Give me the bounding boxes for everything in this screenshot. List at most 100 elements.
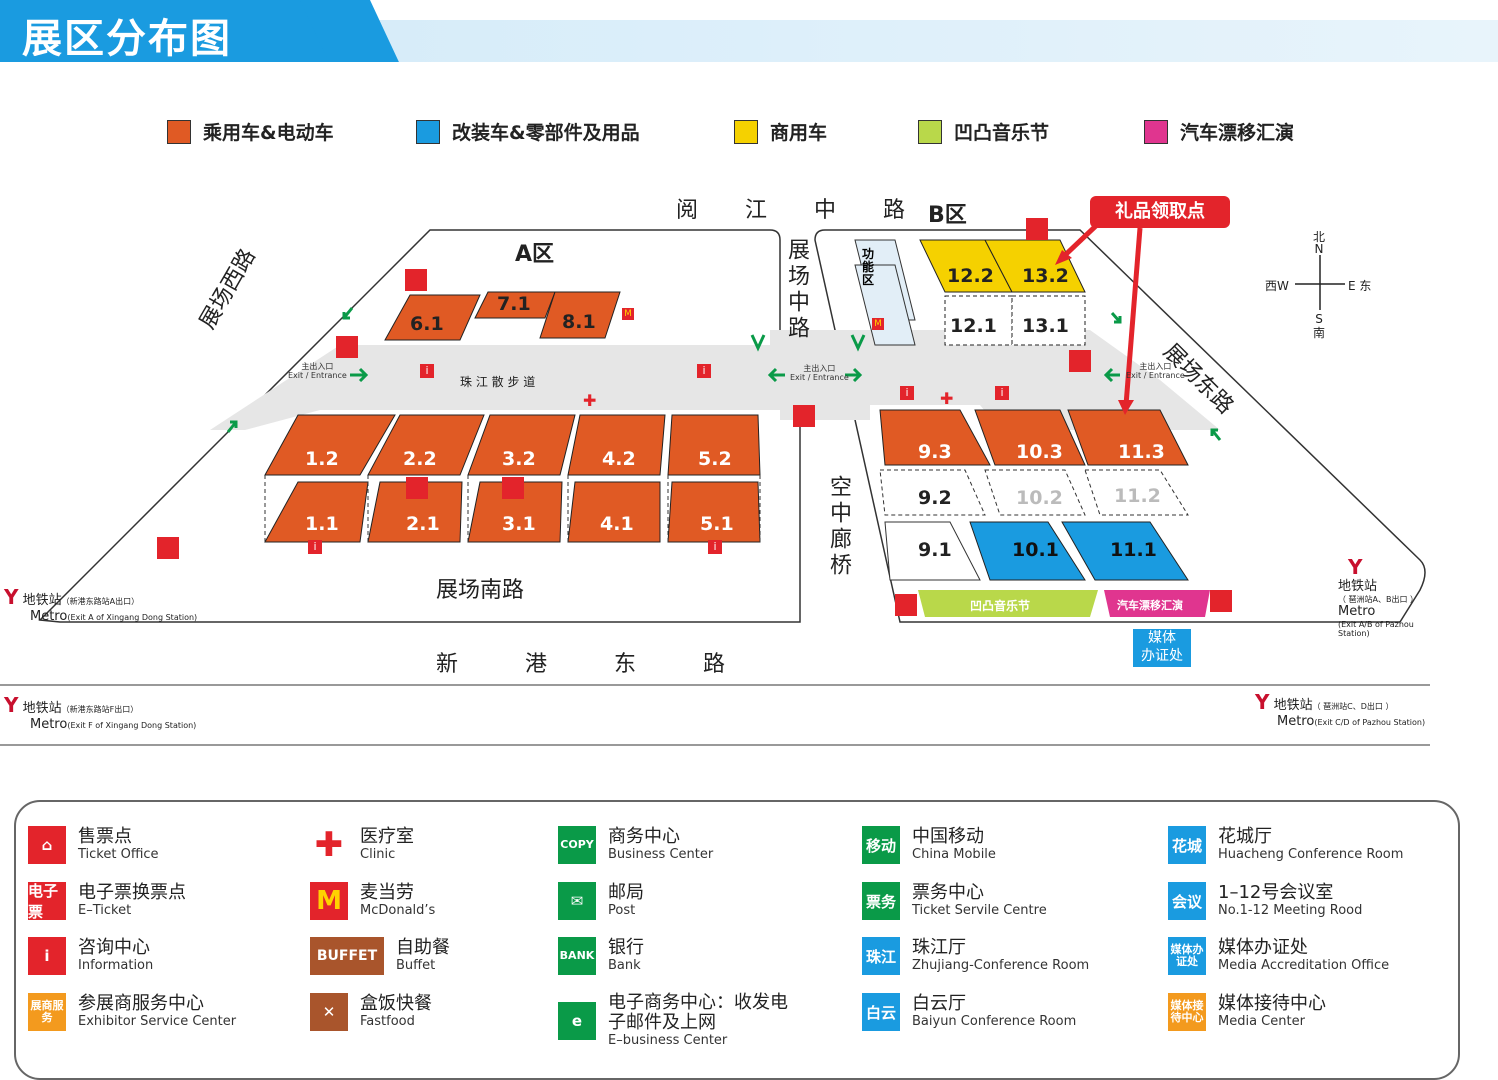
key-item-en: Clinic	[360, 847, 396, 863]
page-title: 展区分布图	[22, 16, 232, 62]
key-item-en: E–business Center	[608, 1032, 728, 1048]
key-item-en: Ticket Office	[78, 847, 159, 863]
legend-label: 商用车	[770, 122, 828, 144]
compass-east: E 东	[1348, 279, 1372, 293]
legend-passenger-cars: 乘用车&电动车	[167, 118, 334, 145]
ticket-office-icon	[1210, 590, 1232, 612]
hall-4-2: 4.2	[602, 448, 636, 470]
bank-icon: BANK	[558, 937, 596, 975]
hall-10-2: 10.2	[1016, 487, 1063, 509]
information-icon: i	[420, 364, 434, 378]
ticket-office-icon	[1069, 350, 1091, 372]
promenade-label: 珠 江 散 步 道	[460, 375, 536, 389]
road-south: 展场南路	[436, 578, 525, 603]
function-area-label: 功能区	[862, 247, 875, 287]
key-item-cn: 银行	[608, 937, 644, 959]
key-item-cn: 媒体接待中心	[1218, 993, 1326, 1015]
information-icon: i	[697, 364, 711, 378]
halls-a-top	[384, 291, 621, 341]
ticket-office-icon	[502, 477, 524, 499]
halls-b-row2	[879, 469, 1189, 516]
key-item-cn: 咨询中心	[78, 937, 150, 959]
halls-b-yellow	[919, 239, 1086, 293]
promenade	[210, 330, 1220, 430]
music-fest-label: 凹凸音乐节	[970, 599, 1031, 613]
key-item-en: Post	[608, 903, 636, 919]
huacheng-icon: 花城	[1168, 826, 1206, 864]
hall-9-1-shape	[884, 521, 981, 581]
halls-b-row3	[879, 409, 1189, 466]
legend-swatch	[416, 119, 440, 144]
hall-2-1-shape	[367, 481, 463, 543]
key-item-cn: 电子商务中心：收发电子邮件及上网	[608, 992, 788, 1033]
gift-arrow-1	[1060, 220, 1102, 260]
ticket-office-icon	[406, 477, 428, 499]
key-item-cn: 盒饭快餐	[360, 993, 432, 1015]
key-item-cn: 1–12号会议室	[1218, 882, 1334, 904]
hall-8-1: 8.1	[562, 311, 596, 333]
hall-13-2: 13.2	[1022, 265, 1069, 287]
key-item-cn: 票务中心	[912, 882, 984, 904]
hall-13-1: 13.1	[1022, 315, 1069, 337]
hall-2-1: 2.1	[406, 513, 440, 535]
hall-4-2-shape	[567, 414, 666, 476]
hall-9-2: 9.2	[918, 487, 952, 509]
key-item-en: China Mobile	[912, 847, 996, 863]
metro-icon: Y	[1348, 555, 1363, 579]
information-icon: i	[708, 540, 722, 554]
hall-10-3: 10.3	[1016, 441, 1063, 463]
hall-8-1-shape	[539, 291, 621, 339]
legend-label: 乘用车&电动车	[203, 122, 334, 144]
mcdonalds-icon: M	[310, 882, 348, 920]
hall-1-2-shape	[264, 414, 396, 476]
legend-label: 汽车漂移汇演	[1180, 122, 1295, 144]
key-item-en: Baiyun Conference Room	[912, 1014, 1077, 1030]
hall-3-2-shape	[467, 414, 576, 476]
ticket-office-icon	[336, 336, 358, 358]
key-item-en: Zhujiang-Conference Room	[912, 958, 1090, 974]
key-item-cn: 医疗室	[360, 826, 414, 848]
sky-bridge: 空中廊桥	[826, 475, 851, 579]
hall-9-1: 9.1	[918, 539, 952, 561]
music-fest-shape	[918, 590, 1098, 617]
road-bottom: 新 港 东 路	[436, 652, 755, 677]
hall-11-2: 11.2	[1114, 485, 1161, 507]
ticket-office-icon	[895, 594, 917, 616]
ticket-office-icon	[1026, 218, 1048, 240]
key-item-cn: 白云厅	[912, 993, 966, 1015]
mcdonalds-icon: M	[622, 308, 634, 320]
legend-modified-cars: 改装车&零部件及用品	[416, 118, 640, 145]
road-middle: 展场中路	[784, 238, 809, 342]
hall-10-1: 10.1	[1012, 539, 1059, 561]
media-box-line: 媒体	[1148, 630, 1176, 646]
hall-7-1-shape	[474, 291, 556, 319]
exhibitor-service-icon: 展商服务	[28, 993, 66, 1031]
clinic-icon: ✚	[583, 391, 597, 410]
halls-a-row2	[264, 414, 761, 476]
key-item-cn: 商务中心	[608, 826, 680, 848]
zhujiang-icon: 珠江	[862, 937, 900, 975]
compass-rose	[1295, 255, 1345, 310]
entrance-arrows	[226, 307, 1222, 441]
